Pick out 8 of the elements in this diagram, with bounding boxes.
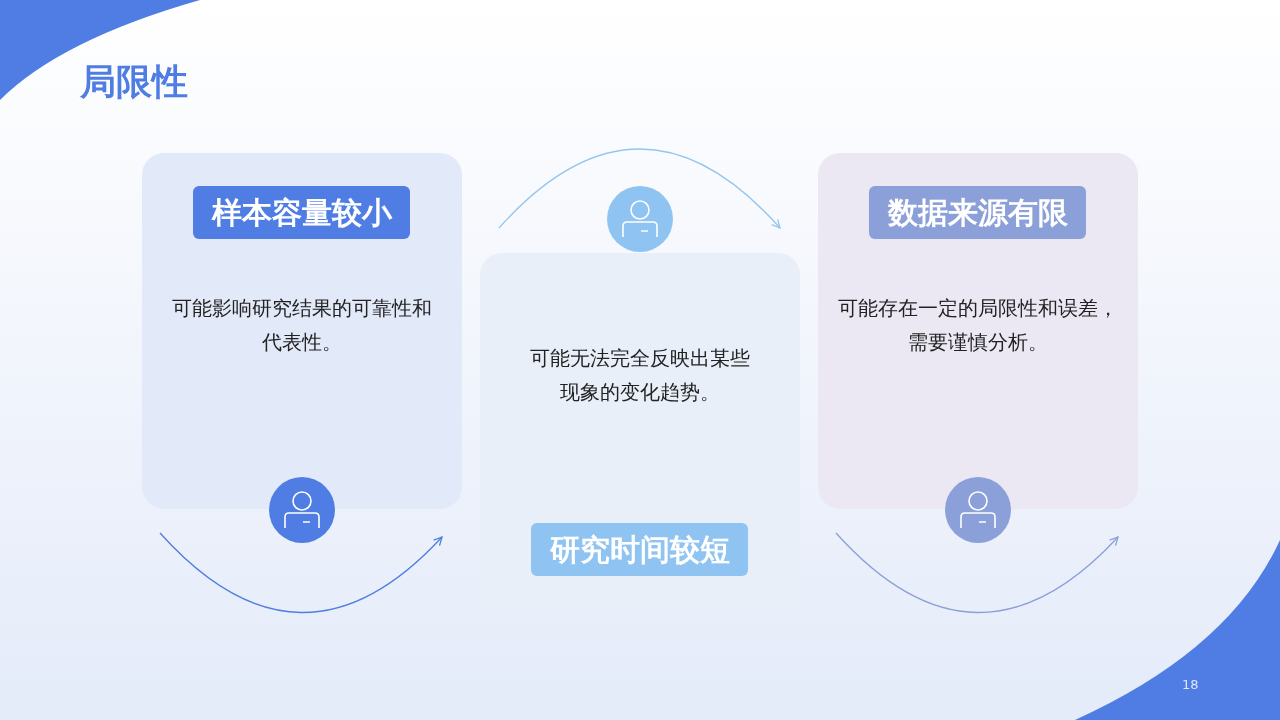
heading-badge: 数据来源有限 xyxy=(869,186,1086,239)
body-text: 可能存在一定的局限性和误差，需要谨慎分析。 xyxy=(837,295,1119,356)
title: 局限性 xyxy=(80,60,188,104)
heading-badge: 样本容量较小 xyxy=(193,186,410,239)
body-text: 可能影响研究结果的可靠性和代表性。 xyxy=(171,295,433,356)
body-text: 可能无法完全反映出某些现象的变化趋势。 xyxy=(530,345,750,406)
heading-badge: 研究时间较短 xyxy=(531,523,748,576)
page-number: 18 xyxy=(1182,677,1199,692)
